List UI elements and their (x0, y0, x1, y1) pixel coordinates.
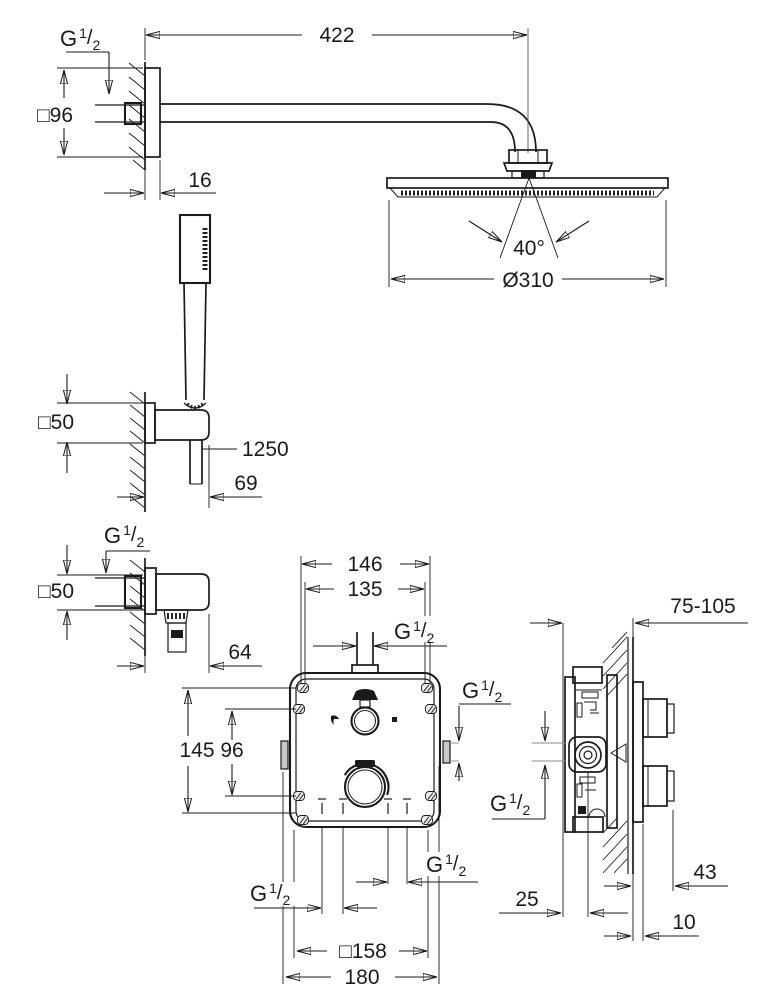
union-outlet (167, 622, 187, 653)
dim-spray-angle: 40° (513, 237, 545, 260)
wall-hatch-holder (129, 391, 146, 509)
top-port-flange (351, 664, 379, 674)
arm-pipe-inner (160, 121, 516, 153)
dimension-labels: 422 □96 16 40° Ø310 □50 1250 69 □50 64 1… (37, 24, 736, 989)
union-thread-stub (123, 574, 143, 610)
screw-hole (421, 683, 433, 693)
dim-arm-length: 422 (319, 24, 354, 47)
shower-arm-assembly (95, 28, 554, 179)
dim-rough-in-height-outer: 145 (179, 739, 214, 762)
handle-top (642, 698, 668, 738)
escutcheon-plate (632, 681, 644, 823)
screw-hole (297, 815, 309, 825)
dim-template-square: □158 (339, 940, 387, 963)
dim-head-diameter: Ø310 (502, 269, 553, 292)
dim-union-flange-size: □50 (38, 580, 74, 603)
curved-arrow-icon (330, 715, 339, 725)
body-mechanism-detail (575, 689, 606, 818)
wall-hatch-side-bottom (602, 816, 628, 874)
wall-hatch-union (129, 559, 146, 651)
mixer-side-view (564, 631, 675, 874)
square-dot-icon (392, 717, 397, 722)
volume-ring-arc (343, 762, 390, 796)
body-top-block (572, 666, 603, 684)
joint-core (521, 170, 536, 178)
mixer-front-view (280, 632, 459, 829)
wall-hatch-arm (128, 62, 146, 171)
dim-arm-flange-size: □96 (37, 104, 73, 127)
spray-face (388, 187, 667, 198)
hand-shower-head (178, 213, 212, 285)
dim-hose-length: 1250 (242, 438, 289, 461)
dim-supply-center-depth: 25 (515, 888, 538, 911)
supply-port-ring (574, 741, 602, 769)
dim-rough-in-width-outer: 146 (347, 553, 382, 576)
seal-triangle-symbol (610, 743, 627, 763)
arm-flange (144, 67, 161, 158)
dimension-lines (57, 28, 748, 984)
side-port-right (442, 740, 451, 764)
stop-screw-cap (352, 689, 378, 700)
supply-port-boss (568, 736, 607, 773)
rough-in-box-outer (288, 671, 442, 829)
ball-joint-bell (502, 162, 554, 172)
handle-bottom (642, 765, 668, 807)
union-outlet-slot (171, 630, 183, 638)
union-flange (144, 567, 157, 615)
holder-flange (144, 402, 156, 444)
bottom-port-dashes (318, 798, 411, 814)
wall-union-elbow (95, 558, 210, 656)
dim-handle-projection: 43 (693, 861, 716, 884)
head-shower (386, 177, 669, 198)
holder-body (154, 409, 210, 441)
handle-top-cap (666, 703, 675, 734)
dim-template-width: 180 (344, 966, 379, 989)
dim-holder-projection: 69 (234, 472, 257, 495)
side-port-left (280, 740, 289, 770)
thermostat-stem (359, 699, 371, 708)
body-back-plate (564, 676, 576, 833)
dim-trim-depth: 10 (672, 911, 695, 934)
screw-hole (425, 791, 437, 801)
dim-rough-in-height-inner: 96 (220, 739, 243, 762)
screw-hole (425, 704, 437, 714)
dim-union-projection: 64 (228, 641, 252, 664)
hand-shower-handle (183, 282, 187, 401)
thermostat-spindle (350, 706, 380, 736)
mounting-plate (606, 674, 618, 829)
screw-hole (297, 683, 309, 693)
dim-rough-in-width-inner: 135 (347, 578, 382, 601)
union-body (155, 573, 210, 611)
hand-shower (129, 213, 212, 512)
dim-arm-flange-depth: 16 (188, 169, 211, 192)
thread-stub (123, 101, 143, 126)
volume-spindle (343, 765, 387, 809)
rough-in-box-inner (295, 678, 435, 822)
screw-hole (421, 815, 433, 825)
arm-pipe-outer (160, 103, 537, 153)
handle-bottom-cap (666, 770, 675, 802)
dim-holder-flange-size: □50 (38, 411, 74, 434)
handle-knurl (185, 402, 205, 410)
dim-installation-depth-range: 75-105 (670, 595, 735, 618)
